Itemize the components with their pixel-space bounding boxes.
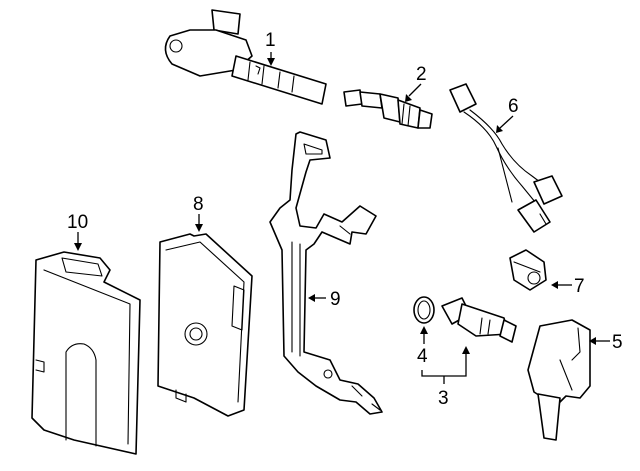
part-bracket	[269, 131, 383, 415]
part-ignition-coil	[164, 9, 327, 105]
callout-labels: 1 2 6 7 5 8 10 9 4 3	[67, 30, 623, 409]
part-o-ring	[413, 296, 435, 324]
callout-9: 9	[330, 289, 341, 310]
part-knock-sensor	[509, 249, 547, 291]
callout-2: 2	[416, 64, 427, 85]
callout-1: 1	[265, 30, 276, 51]
part-sensor-bracket	[527, 319, 591, 441]
part-ecm	[157, 233, 253, 417]
callout-4: 4	[417, 346, 428, 367]
part-wire-harness	[449, 83, 563, 233]
callout-10: 10	[67, 212, 88, 233]
part-cam-sensor	[441, 297, 517, 343]
callout-5: 5	[612, 332, 623, 353]
callout-leaders	[74, 52, 610, 384]
callout-6: 6	[508, 96, 519, 117]
part-ecm-cover	[31, 251, 141, 455]
part-spark-plug	[343, 89, 433, 129]
callout-3: 3	[438, 388, 449, 409]
callout-8: 8	[193, 194, 204, 215]
callout-7: 7	[574, 276, 585, 297]
